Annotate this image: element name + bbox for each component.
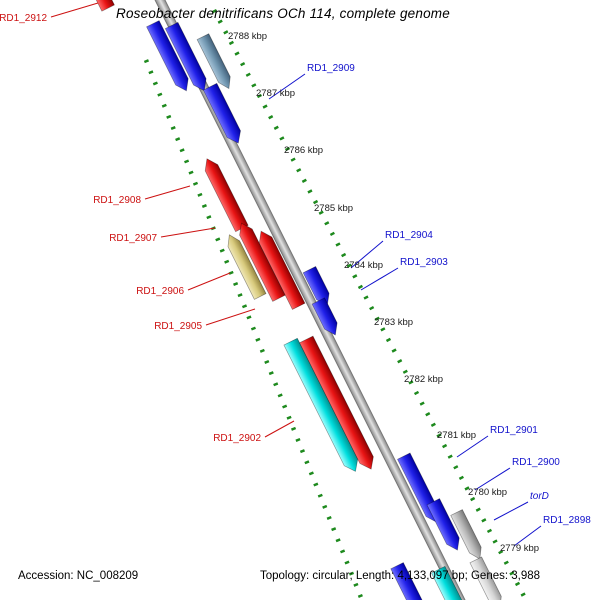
label-pointer-RD1_2898 (513, 525, 542, 547)
ruler-label-2783-kbp: 2783 kbp (374, 317, 414, 328)
gene-blue-top-2[interactable] (164, 21, 210, 94)
label-pointer-RD1_2904 (350, 240, 384, 269)
gene-label-torD[interactable]: torD (530, 491, 549, 502)
gene-label-RD1_2909[interactable]: RD1_2909 (307, 63, 355, 74)
gene-red-2907[interactable] (235, 220, 286, 302)
gene-gray-tord[interactable] (450, 509, 486, 562)
label-pointer-torD (493, 501, 529, 521)
ruler-label-2786-kbp: 2786 kbp (284, 145, 324, 156)
ruler-label-2782-kbp: 2782 kbp (404, 374, 444, 385)
gene-label-RD1_2906[interactable]: RD1_2906 (136, 286, 184, 297)
gene-blue-bottom[interactable] (390, 562, 446, 600)
gene-label-RD1_2902[interactable]: RD1_2902 (213, 433, 261, 444)
label-pointer-RD1_2907 (160, 227, 216, 238)
ruler-label-2781-kbp: 2781 kbp (437, 430, 477, 441)
footer-accession: Accession: NC_008209 (18, 570, 139, 582)
gene-label-RD1_2905[interactable]: RD1_2905 (154, 321, 202, 332)
gene-red-2905[interactable] (255, 228, 306, 310)
gene-blue-top-1[interactable] (146, 20, 193, 94)
label-pointer-RD1_2900 (474, 467, 511, 491)
gene-blue-2900[interactable] (426, 498, 464, 554)
gene-label-RD1_2908[interactable]: RD1_2908 (93, 195, 141, 206)
gene-cyan-2902[interactable] (283, 337, 362, 474)
ruler-label-2788-kbp: 2788 kbp (228, 31, 268, 42)
label-pointer-RD1_2901 (456, 435, 489, 458)
ruler-label-2779-kbp: 2779 kbp (500, 543, 540, 554)
label-pointer-RD1_2912 (50, 2, 99, 18)
map-rotated-frame (71, 0, 506, 600)
label-pointer-RD1_2905 (205, 308, 256, 326)
gene-blue-2909[interactable] (202, 82, 245, 146)
ruler-label-2784-kbp: 2784 kbp (344, 260, 384, 271)
map-title: Roseobacter denitrificans OCh 114, compl… (116, 6, 450, 21)
label-pointer-RD1_2909 (268, 73, 306, 100)
label-pointer-RD1_2908 (144, 185, 191, 200)
gene-yellow-2906[interactable] (224, 232, 267, 300)
ruler-label-2785-kbp: 2785 kbp (314, 203, 354, 214)
label-pointer-RD1_2903 (360, 267, 399, 291)
gene-cyan-bottom[interactable] (431, 565, 479, 600)
gene-label-RD1_2904[interactable]: RD1_2904 (385, 230, 433, 241)
gene-blue-2903[interactable] (311, 297, 342, 338)
gene-label-RD1_2900[interactable]: RD1_2900 (512, 457, 560, 468)
gene-label-RD1_2907[interactable]: RD1_2907 (109, 233, 157, 244)
ruler-label-2787-kbp: 2787 kbp (256, 88, 296, 99)
footer-stats: Topology: circular; Length: 4,133,097 bp… (260, 570, 541, 582)
ruler-ticks-left (143, 59, 365, 600)
gene-steelblue[interactable] (196, 33, 235, 92)
label-pointer-RD1_2906 (187, 272, 231, 291)
gene-label-RD1_2898[interactable]: RD1_2898 (543, 515, 591, 526)
label-pointer-RD1_2902 (264, 420, 295, 438)
gene-label-RD1_2903[interactable]: RD1_2903 (400, 257, 448, 268)
gene-gray-2898[interactable] (469, 556, 506, 600)
gene-label-RD1_2901[interactable]: RD1_2901 (490, 425, 538, 436)
gene-blue-2904[interactable] (302, 266, 333, 309)
gene-red-2912[interactable] (71, 0, 115, 12)
gene-red-2902[interactable] (299, 335, 378, 472)
gene-label-RD1_2912[interactable]: RD1_2912 (0, 13, 47, 24)
ruler-label-2780-kbp: 2780 kbp (468, 487, 508, 498)
